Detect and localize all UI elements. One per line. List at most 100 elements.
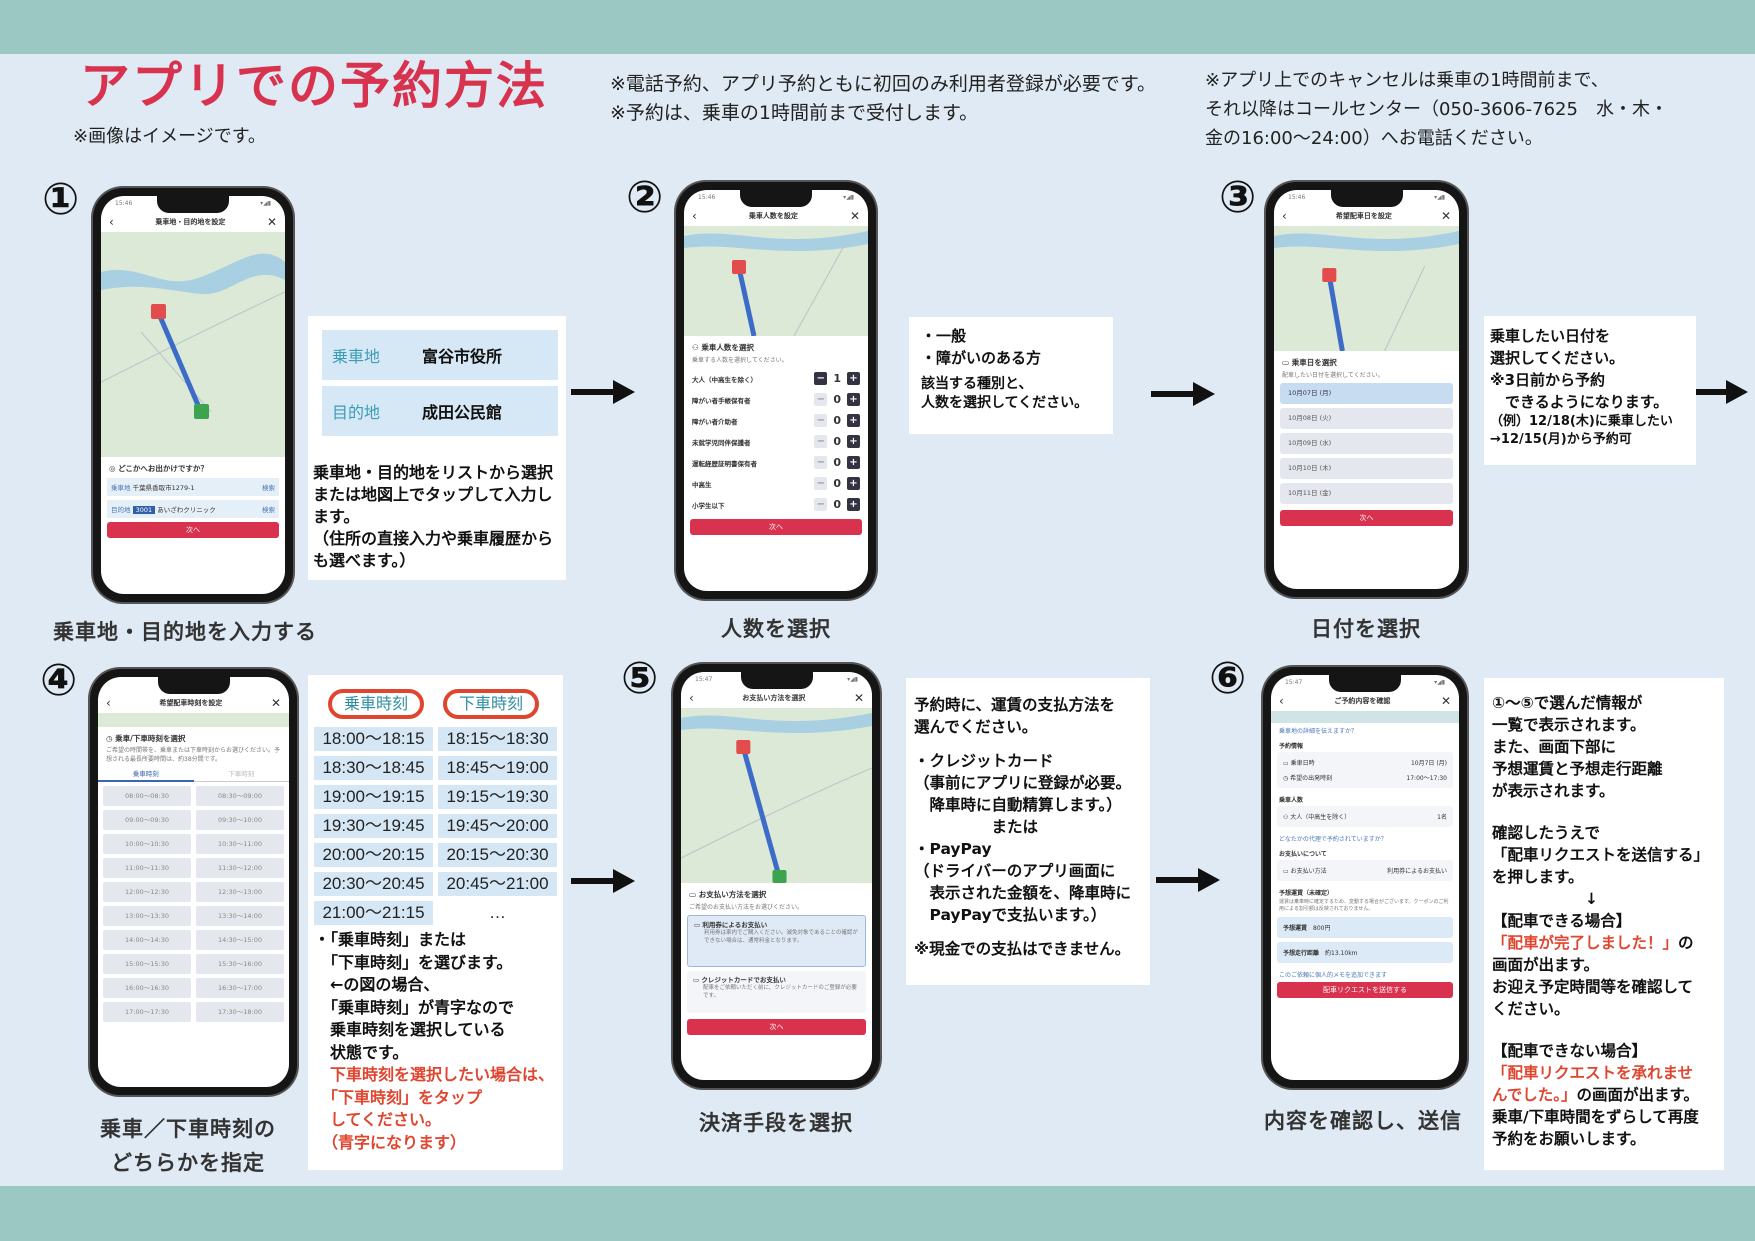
next-button[interactable]: 次へ: [690, 519, 862, 535]
time-slot-option[interactable]: 15:00〜15:30: [103, 954, 191, 974]
failure-message: んでした。」: [1492, 1086, 1577, 1104]
time-slot-option[interactable]: 09:30〜10:00: [196, 810, 284, 830]
bottom-band: [0, 1186, 1755, 1241]
route-map[interactable]: [684, 226, 868, 336]
minus-button[interactable]: −: [814, 414, 828, 427]
text-line: 乗車地・目的地をリストから選択: [313, 463, 554, 482]
plus-button[interactable]: +: [847, 477, 860, 490]
date-option[interactable]: 10月08日 (火): [1280, 408, 1453, 429]
text: の: [1678, 934, 1694, 952]
next-button[interactable]: 次へ: [1280, 510, 1453, 526]
close-icon[interactable]: ✕: [849, 209, 860, 223]
time-slot-option[interactable]: 12:30〜13:00: [196, 882, 284, 902]
time-slot-option[interactable]: 11:30〜12:00: [196, 858, 284, 878]
back-icon[interactable]: ‹: [1282, 209, 1287, 223]
back-icon[interactable]: ‹: [692, 209, 697, 223]
text-line: また、画面下部に: [1492, 738, 1617, 756]
close-icon[interactable]: ✕: [270, 696, 281, 710]
payment-option-credit-card[interactable]: ▭ クレジットカードでお支払い 配車をご依頼いただく前に、クレジットカードのご登…: [687, 971, 866, 1013]
next-button[interactable]: 次へ: [687, 1019, 866, 1035]
example-line: →12/15(月)から予約可: [1490, 432, 1632, 447]
next-button[interactable]: 次へ: [107, 522, 279, 538]
text-line: 乗車時刻を選択している: [314, 1020, 506, 1039]
time-slot-option[interactable]: 11:00〜11:30: [103, 858, 191, 878]
section-subtext: 乗車する人数を選択してください。: [692, 357, 788, 364]
route-map[interactable]: [98, 713, 289, 727]
send-request-button[interactable]: 配車リクエストを送信する: [1277, 982, 1453, 998]
close-icon[interactable]: ✕: [266, 215, 277, 229]
minus-button[interactable]: −: [814, 456, 828, 469]
time-slot-option[interactable]: 16:30〜17:00: [196, 978, 284, 998]
minus-button[interactable]: −: [814, 477, 828, 490]
tab-dropoff-time[interactable]: 下車時刻: [193, 768, 289, 782]
quantity-value: 0: [833, 414, 841, 427]
plus-button[interactable]: +: [847, 414, 860, 427]
section-heading: 乗車人数: [1279, 797, 1304, 804]
time-slot-option[interactable]: 13:00〜13:30: [103, 906, 191, 926]
date-option[interactable]: 10月09日 (水): [1280, 433, 1453, 454]
minus-button[interactable]: −: [814, 393, 828, 406]
text-line: [914, 738, 1142, 750]
route-map[interactable]: [101, 232, 285, 457]
minus-button[interactable]: −: [814, 435, 828, 448]
date-option[interactable]: 10月11日 (金): [1280, 483, 1453, 504]
arrow-right-icon: [1684, 380, 1748, 404]
time-slot-option[interactable]: 09:00〜09:30: [103, 810, 191, 830]
date-option[interactable]: 10月07日 (月): [1280, 383, 1453, 404]
back-icon[interactable]: ‹: [1279, 694, 1284, 708]
time-slot-option[interactable]: 15:30〜16:00: [196, 954, 284, 974]
tab-pickup-time[interactable]: 乗車時刻: [98, 768, 194, 782]
payment-option-ticket[interactable]: ▭ 利用券によるお支払い 利用券は車内でご購入ください。減免対象であることの確認…: [687, 915, 866, 967]
clock-icon: ◷: [1283, 775, 1291, 782]
pickup-details-link[interactable]: 乗車地の詳細を伝えますか？: [1279, 728, 1358, 735]
time-slot-option[interactable]: 16:00〜16:30: [103, 978, 191, 998]
route-map[interactable]: [681, 708, 872, 883]
plus-button[interactable]: +: [847, 456, 860, 469]
plus-button[interactable]: +: [847, 372, 860, 385]
date-option[interactable]: 10月10日 (木): [1280, 458, 1453, 479]
dropoff-time-tab-example: 下車時刻: [443, 689, 539, 719]
back-icon[interactable]: ‹: [109, 215, 114, 229]
text-line: ↓: [1492, 890, 1598, 908]
time-slot-option[interactable]: 14:30〜15:00: [196, 930, 284, 950]
passenger-type: 障がい者介助者: [692, 417, 738, 426]
route-map[interactable]: [1274, 226, 1459, 351]
time-slot-option[interactable]: 17:30〜18:00: [196, 1002, 284, 1022]
screen-title: 希望配車時刻を設定: [159, 699, 223, 707]
proxy-booking-link[interactable]: どなたかの代理で予約されていますか？: [1279, 836, 1387, 843]
pickup-value: 富谷市役所: [422, 347, 503, 366]
destination-input[interactable]: 目的地 3001 あいざわクリニック検索: [107, 500, 279, 518]
search-link[interactable]: 検索: [262, 506, 275, 514]
time-slot-option[interactable]: 10:30〜11:00: [196, 834, 284, 854]
credit-card-icon: ▭: [693, 976, 702, 984]
close-icon[interactable]: ✕: [1440, 209, 1451, 223]
plus-button[interactable]: +: [847, 498, 860, 511]
quantity-stepper: −0 +: [814, 414, 860, 427]
minus-button[interactable]: −: [814, 372, 828, 385]
time-slot-option[interactable]: 12:00〜12:30: [103, 882, 191, 902]
time-slot-option[interactable]: 08:30〜09:00: [196, 786, 284, 806]
route-map[interactable]: [1271, 711, 1459, 723]
add-memo-link[interactable]: このご依頼に個人的メモを追加できます: [1279, 972, 1388, 979]
failure-message: 「配車リクエストを承れませ: [1492, 1064, 1694, 1082]
minus-button[interactable]: −: [814, 498, 828, 511]
plus-button[interactable]: +: [847, 435, 860, 448]
time-slot-option[interactable]: 10:00〜10:30: [103, 834, 191, 854]
search-link[interactable]: 検索: [262, 484, 275, 492]
text: の画面が出ます。: [1576, 1086, 1699, 1104]
plus-button[interactable]: +: [847, 393, 860, 406]
back-icon[interactable]: ‹: [689, 691, 694, 705]
time-slot-option[interactable]: 13:30〜14:00: [196, 906, 284, 926]
back-icon[interactable]: ‹: [106, 696, 111, 710]
time-slot-option[interactable]: 08:00〜08:30: [103, 786, 191, 806]
close-icon[interactable]: ✕: [853, 691, 864, 705]
option-description: 利用券は車内でご購入ください。減免対象であることの確認ができない場合は、通常料金…: [704, 930, 858, 944]
step-number-4: ④: [40, 655, 78, 706]
bullet: ・障がいのある方: [921, 349, 1042, 367]
arrow-right-icon: [1156, 868, 1220, 892]
time-slot-option[interactable]: 17:00〜17:30: [103, 1002, 191, 1022]
time-slot-option[interactable]: 14:00〜14:30: [103, 930, 191, 950]
time-slot-example: 20:45～21:00: [438, 872, 557, 896]
close-icon[interactable]: ✕: [1440, 694, 1451, 708]
